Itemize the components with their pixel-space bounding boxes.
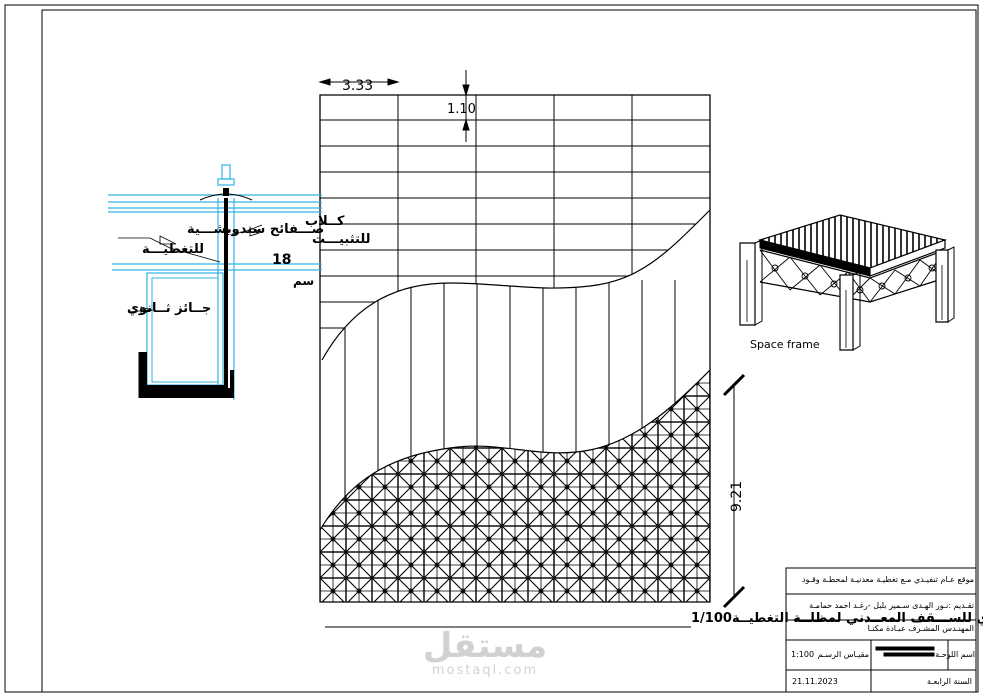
watermark-latin: mostaql.com	[431, 663, 539, 678]
panels-label-line2: للتغطيـــة	[142, 242, 204, 257]
dimension-width	[318, 78, 400, 86]
title-block-supervisor: المهنـدس المشـرف عبـادة مكتـا	[867, 624, 974, 633]
space-frame-caption: Space frame	[750, 338, 820, 351]
spacing-unit: سم	[293, 274, 314, 288]
title-block-year: السنة الرابعـة	[926, 677, 972, 686]
title-block	[785, 567, 977, 693]
title-block-project: موقع عـام تنفيـذي مـع تغطيـة معدنيـة لمح…	[801, 575, 974, 584]
title-block-scale-value: 1:100	[791, 650, 815, 659]
break-line-upper	[321, 209, 711, 361]
cladding-detail	[108, 164, 322, 400]
sheet-inner-border	[41, 9, 977, 693]
dimension-width-label: 3.33	[342, 78, 373, 94]
title-block-date: 21.11.2023	[792, 677, 838, 686]
hook-label-line2: للتثبيـــت	[312, 232, 371, 247]
title-block-presented-by: تقـديم :نـور الهـدى سـمير بلبل -رغـد احم…	[809, 601, 974, 610]
space-frame-illustration	[739, 214, 955, 351]
title-block-scale-label: مقيـاس الرسـم	[817, 650, 869, 659]
watermark-arabic: مستقل	[422, 626, 548, 666]
plan-title: المســقط التنفيــذي للســـقف المعــدني ل…	[691, 611, 983, 626]
roof-plan	[319, 94, 711, 603]
mostaql-watermark: مستقل mostaql.com	[415, 628, 555, 678]
dimension-row	[462, 70, 470, 142]
beam-label: جــائز ثــانوي	[127, 301, 211, 316]
title-block-sheet-name-label: اسم اللوحـة	[935, 650, 975, 659]
spacing-value: 18	[272, 252, 291, 268]
dimension-height-label: 9.21	[729, 481, 745, 512]
dimension-row-label: 1.10	[447, 102, 476, 117]
dimension-height	[722, 373, 746, 609]
hook-label-line1: كــلاب	[305, 214, 345, 229]
panels-label-line1: صـــفائح سندويشـــية	[187, 222, 324, 237]
break-line-lower	[319, 369, 711, 531]
